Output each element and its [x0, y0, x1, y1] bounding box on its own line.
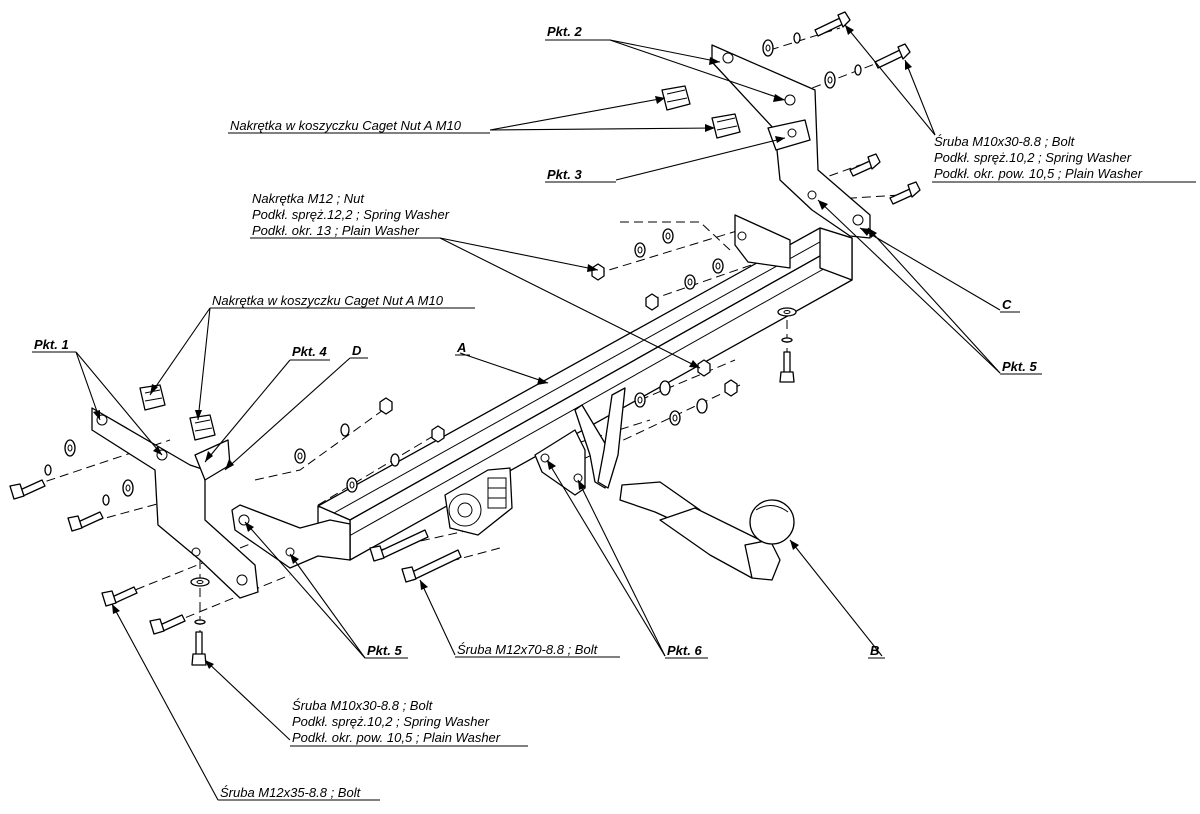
label-pkt-2: Pkt. 2: [547, 24, 582, 39]
label-underlines: [32, 39, 1196, 801]
cage-nuts: [139, 85, 741, 441]
label-bolt-m10-bottom-line2: Podkł. spręż.10,2 ; Spring Washer: [292, 714, 490, 729]
ball-mount-plates: [534, 387, 626, 496]
label-bolt-m10-bottom-line3: Podkł. okr. pow. 10,5 ; Plain Washer: [292, 730, 501, 745]
label-pkt-3: Pkt. 3: [547, 167, 582, 182]
text-labels: Pkt. 2 Nakrętka w koszyczku Caget Nut A …: [34, 24, 1143, 800]
label-pkt-5-left: Pkt. 5: [367, 643, 402, 658]
bolts: [9, 11, 921, 666]
label-nut-m12-line2: Podkł. spręż.12,2 ; Spring Washer: [252, 207, 450, 222]
right-side-bracket: [711, 44, 871, 269]
bolt-left-1: [9, 479, 46, 500]
bolt-right-4: [889, 181, 921, 205]
bolt-m12x35-2: [149, 614, 186, 635]
label-pkt-5-right: Pkt. 5: [1002, 359, 1037, 374]
washers-and-nuts: [44, 32, 862, 625]
label-part-b: B: [870, 643, 879, 658]
bolt-vertical-right: [779, 351, 795, 383]
label-cage-nut-top: Nakrętka w koszyczku Caget Nut A M10: [230, 118, 462, 133]
cage-nut-top-1: [661, 85, 691, 111]
left-side-bracket: [91, 407, 259, 599]
label-cage-nut-left: Nakrętka w koszyczku Caget Nut A M10: [212, 293, 444, 308]
socket-plate: [444, 467, 513, 536]
leader-lines: [75, 24, 1001, 801]
detachable-ball-neck: [619, 481, 795, 581]
label-bolt-m10-right-line3: Podkł. okr. pow. 10,5 ; Plain Washer: [934, 166, 1143, 181]
bolt-top-right-1: [814, 11, 851, 37]
label-bolt-m10-bottom-line1: Śruba M10x30-8.8 ; Bolt: [292, 698, 434, 713]
left-end-plate: [231, 504, 351, 569]
label-bolt-m12x70: Śruba M12x70-8.8 ; Bolt: [457, 642, 599, 657]
label-part-a: A: [456, 340, 466, 355]
label-pkt-1: Pkt. 1: [34, 337, 69, 352]
label-part-d: D: [352, 343, 362, 358]
bolt-vertical-left: [191, 631, 207, 666]
label-pkt-6: Pkt. 6: [667, 643, 702, 658]
bolt-m12x35-1: [101, 586, 138, 607]
cage-nut-top-2: [711, 113, 741, 139]
bolt-top-right-2: [874, 43, 911, 69]
label-bolt-m10-right-line2: Podkł. spręż.10,2 ; Spring Washer: [934, 150, 1132, 165]
label-bolt-m12x35: Śruba M12x35-8.8 ; Bolt: [220, 785, 362, 800]
cage-nut-left-2: [189, 414, 216, 441]
label-nut-m12-line3: Podkł. okr. 13 ; Plain Washer: [252, 223, 420, 238]
label-nut-m12-line1: Nakrętka M12 ; Nut: [252, 191, 365, 206]
bolt-right-3: [849, 153, 881, 177]
bolt-m12x70-1: [369, 529, 429, 562]
label-bolt-m10-right-line1: Śruba M10x30-8.8 ; Bolt: [934, 134, 1076, 149]
bolt-left-2: [67, 511, 104, 532]
label-pkt-4: Pkt. 4: [292, 344, 327, 359]
label-part-c: C: [1002, 297, 1012, 312]
bolt-m12x70-2: [401, 549, 462, 583]
